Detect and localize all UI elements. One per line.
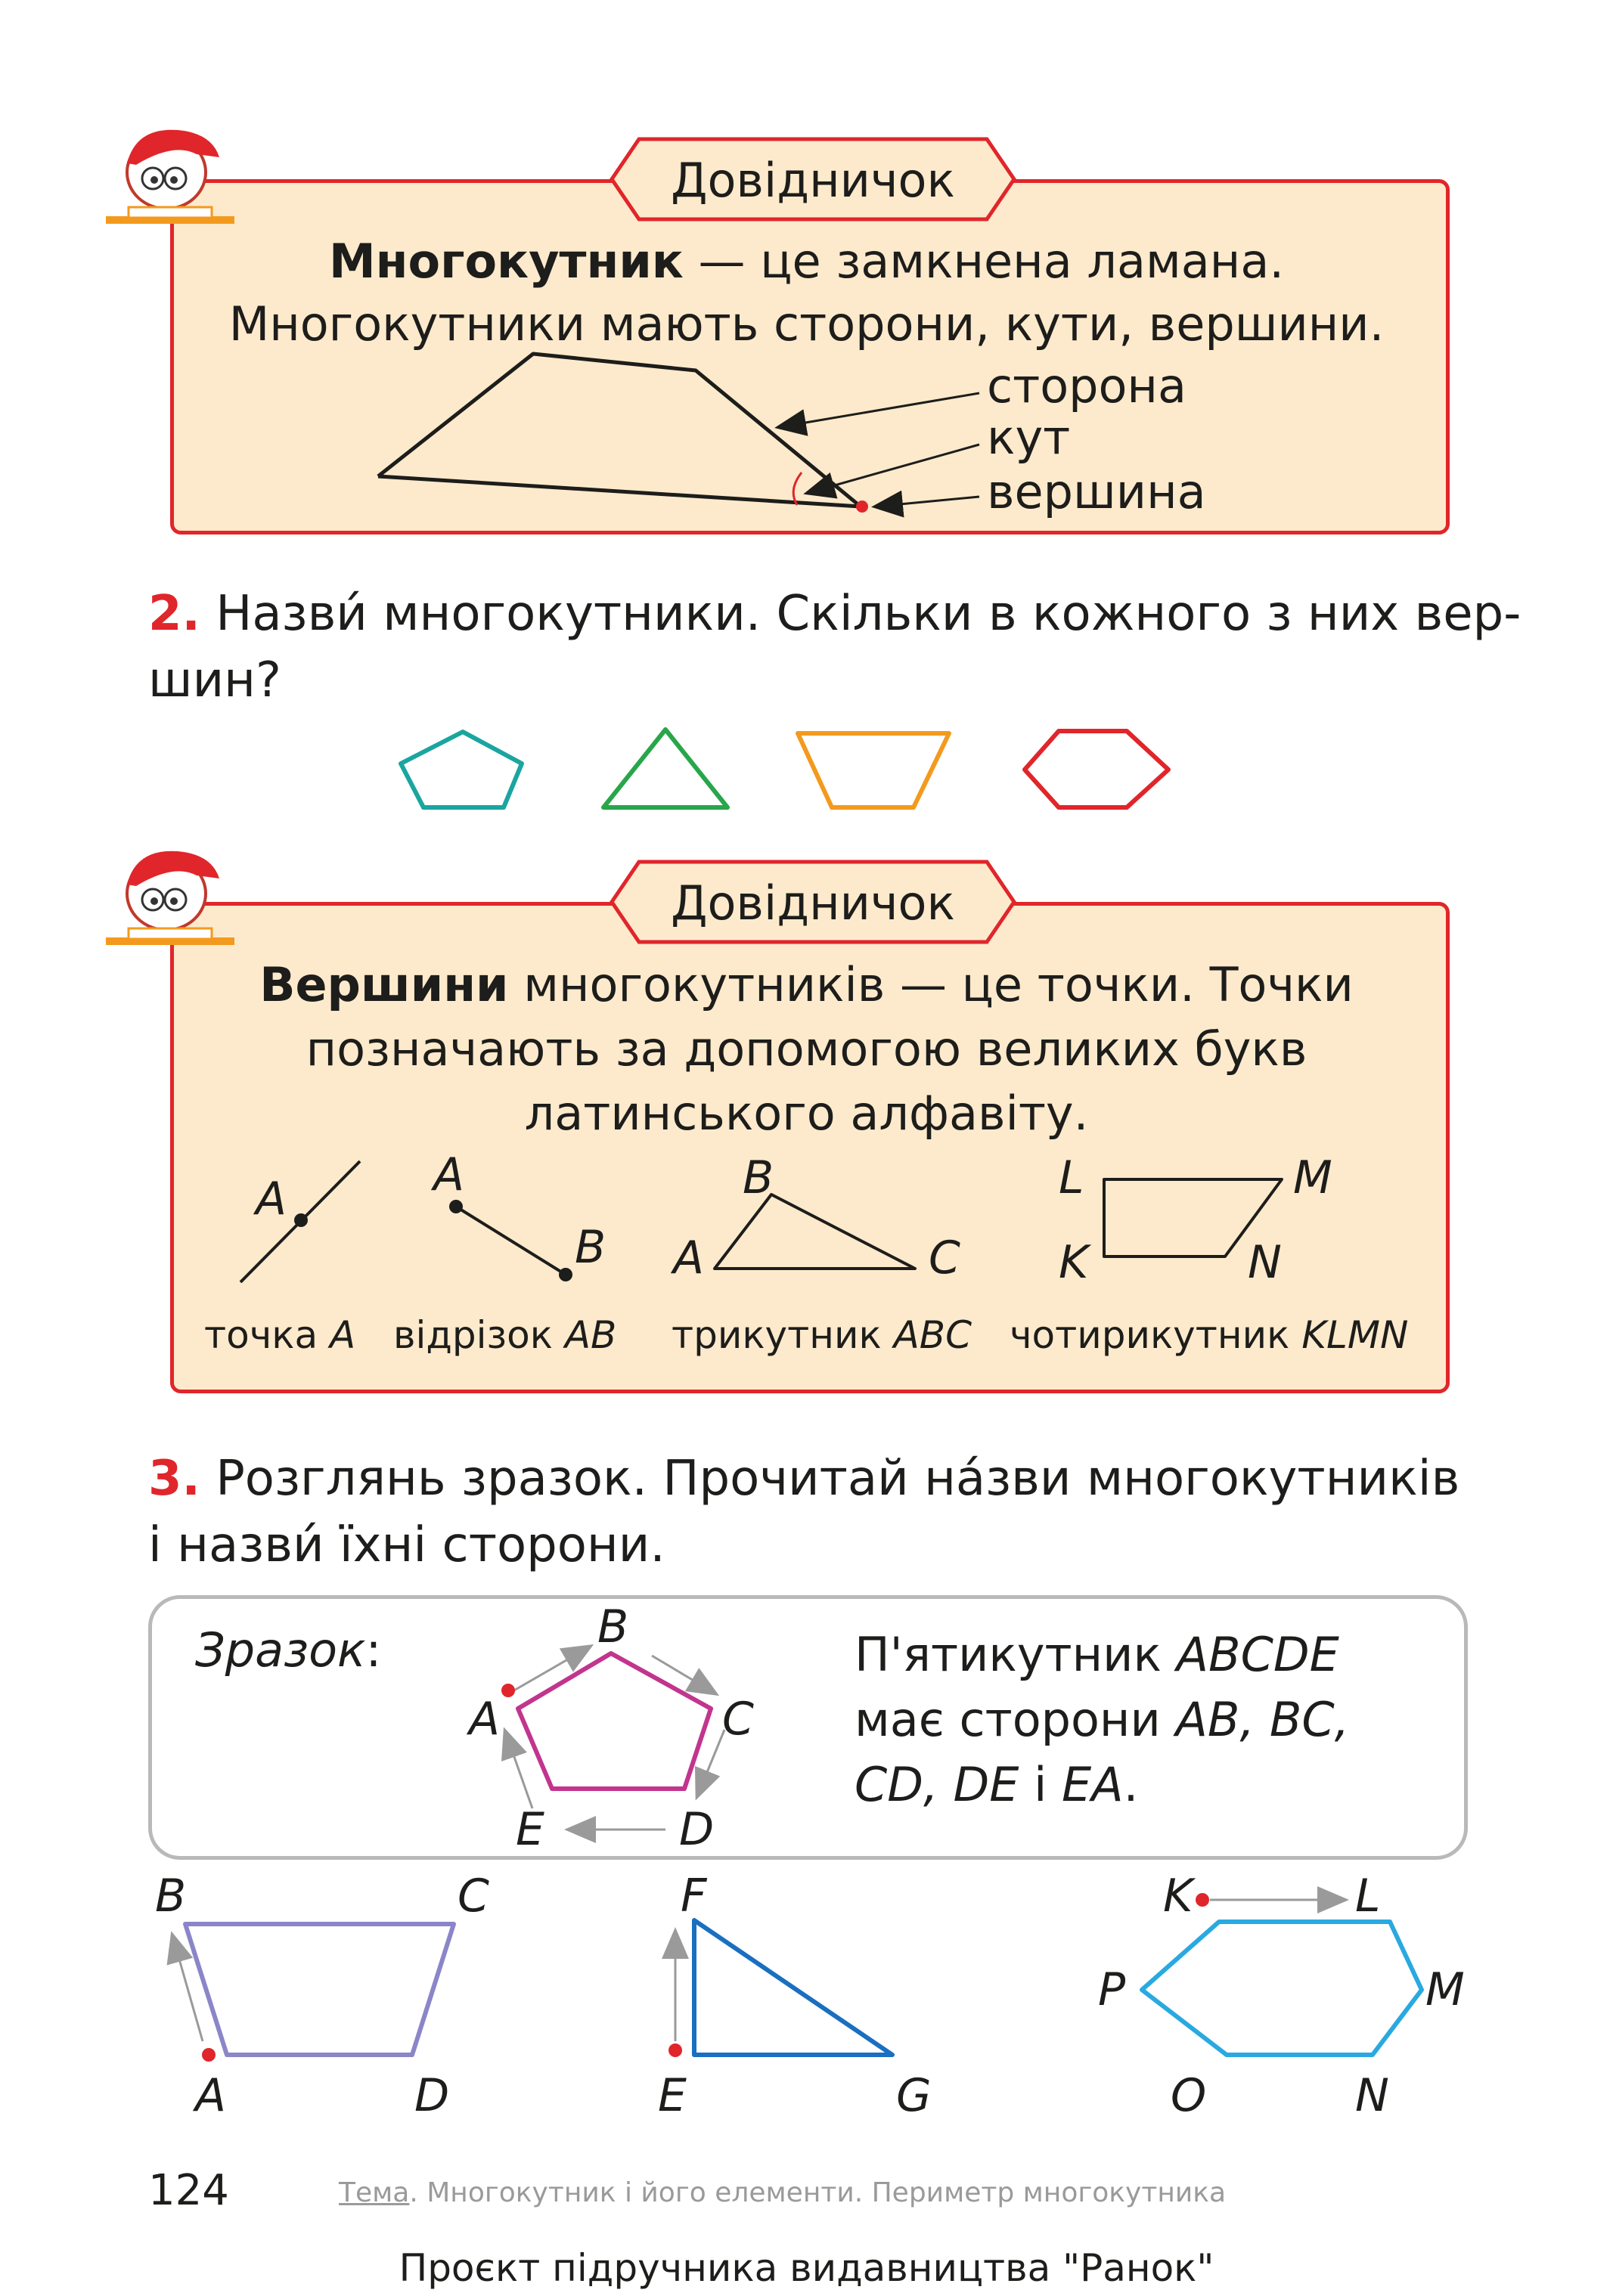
vertices-line-2: позначають за допомогою великих букв [306, 1021, 1307, 1077]
sample-label: Зразок: [195, 1622, 382, 1678]
task-2-shapes [399, 727, 1171, 810]
caption-triangle: трикутник ABC [672, 1313, 972, 1357]
label-trap-d: D [414, 2069, 450, 2122]
sample-text-line-3: CD, DE і EA. [855, 1757, 1139, 1812]
task-3-shapes [166, 1886, 1424, 2062]
label-triangle-a: A [673, 1232, 705, 1284]
label-side: сторона [987, 358, 1186, 414]
polygon-diagram [377, 352, 980, 518]
sample-label-b: B [597, 1600, 629, 1653]
label-tri-e: E [658, 2069, 687, 2122]
reference-title: Довідничок [671, 875, 955, 931]
term-bold: Многокутник [328, 234, 684, 289]
task-number: 2. [148, 586, 200, 642]
sample-pentagon [501, 1644, 726, 1843]
label-trap-a: A [195, 2069, 227, 2122]
sample-text-line-2: має сторони AB, BC, [855, 1692, 1350, 1747]
sample-label-c: C [722, 1693, 754, 1746]
task-2-line-2: шин? [148, 652, 281, 708]
label-hex-p: P [1098, 1963, 1126, 2016]
label-vertex: вершина [987, 464, 1206, 519]
reference-title: Довідничок [671, 153, 955, 208]
label-angle: кут [987, 410, 1071, 465]
label-trap-b: B [155, 1870, 187, 1923]
caption-segment: відрізок AB [393, 1313, 617, 1357]
sample-label-a: A [469, 1693, 501, 1746]
label-quad-l: L [1059, 1151, 1084, 1204]
triangle-efg [692, 1918, 895, 2057]
page-number: 124 [148, 2166, 229, 2215]
label-point-a: A [256, 1173, 287, 1225]
label-segment-a: A [433, 1148, 465, 1201]
label-trap-c: C [458, 1870, 489, 1923]
definition-line-2: Многокутники мають сторони, кути, вершин… [228, 296, 1385, 352]
reference-box-2 [170, 902, 1450, 1393]
label-quad-n: N [1248, 1236, 1282, 1289]
sample-box [148, 1595, 1468, 1860]
mascot-icon [106, 129, 234, 224]
sample-label-d: D [679, 1803, 715, 1856]
caption-point: точка A [204, 1313, 356, 1357]
label-hex-k: K [1163, 1870, 1193, 1923]
label-segment-b: B [575, 1221, 606, 1274]
definition-line-1: Многокутник — це замкнена ламана. [328, 234, 1285, 289]
label-triangle-b: B [743, 1151, 774, 1204]
hexagon-klmnop [1140, 1920, 1424, 2057]
reference-tag-2: Довідничок [609, 859, 1017, 945]
project-note: Проєкт підручника видавництва "Ранок" [399, 2246, 1214, 2290]
trapezoid-shape [796, 731, 951, 810]
triangle-shape [601, 727, 730, 810]
label-hex-n: N [1355, 2069, 1389, 2122]
label-quad-m: M [1293, 1151, 1332, 1204]
hexagon-shape [1022, 729, 1171, 810]
trapezoid-abcd [183, 1922, 456, 2057]
sample-text-line-1: П'ятикутник ABCDE [855, 1627, 1339, 1682]
pentagon-shape [399, 730, 524, 810]
topic-line: Тема. Многокутник і його елементи. Перим… [339, 2177, 1227, 2208]
label-hex-m: M [1425, 1963, 1465, 2016]
task-2-line-1: 2. Назви́ многокутники. Скільки в кожног… [148, 586, 1521, 642]
vertices-line-3: латинського алфавіту. [524, 1086, 1089, 1141]
label-triangle-c: C [929, 1232, 960, 1284]
label-hex-l: L [1355, 1870, 1381, 1923]
notation-examples [239, 1160, 1283, 1284]
task-3-line-2: і назви́ їхні сторони. [148, 1517, 665, 1573]
mascot-icon [106, 851, 234, 945]
label-hex-o: O [1171, 2069, 1207, 2122]
task-3-line-1: 3. Розглянь зразок. Прочитай на́зви мног… [148, 1451, 1460, 1507]
caption-quadrilateral: чотирикутник KLMN [1010, 1313, 1409, 1357]
task-number: 3. [148, 1451, 200, 1507]
reference-tag-1: Довідничок [609, 136, 1017, 222]
topic-label: Тема [339, 2177, 410, 2208]
sample-label-e: E [516, 1803, 544, 1856]
label-quad-k: K [1059, 1236, 1089, 1289]
term-bold: Вершини [259, 957, 509, 1012]
label-tri-g: G [896, 2069, 932, 2122]
vertices-line-1: Вершини многокутників — це точки. Точки [259, 957, 1354, 1012]
label-tri-f: F [681, 1870, 707, 1923]
